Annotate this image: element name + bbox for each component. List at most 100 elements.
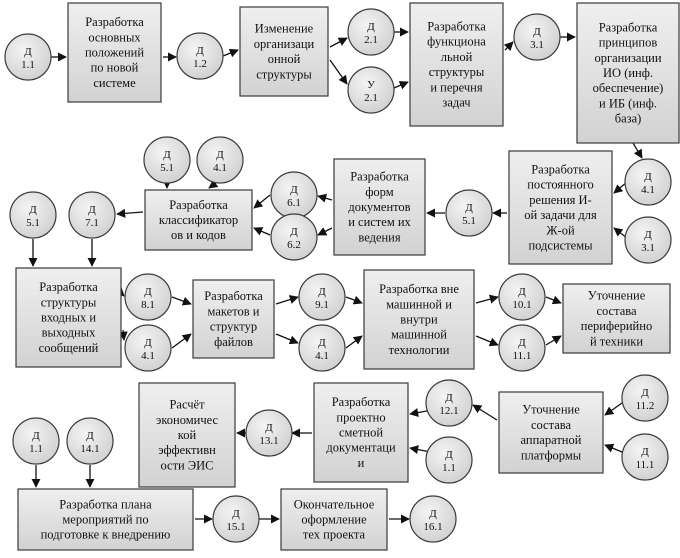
connector-arrow bbox=[393, 81, 409, 90]
connector-arrow bbox=[472, 404, 498, 421]
task-box-label-line: машинной bbox=[391, 328, 447, 342]
event-node-number: 10.1 bbox=[512, 299, 531, 311]
event-node-number: 4.1 bbox=[641, 184, 655, 196]
task-box-label-line: машинной и bbox=[386, 297, 452, 311]
task-box-label-line: Окончательное bbox=[294, 497, 375, 511]
task-box-label-line: выходных bbox=[42, 326, 96, 340]
task-box-frame bbox=[363, 269, 475, 370]
event-node-n_d61: Д6.1 bbox=[270, 171, 318, 219]
event-node-letter: Д bbox=[86, 430, 94, 442]
event-node-number: 13.1 bbox=[259, 435, 278, 447]
event-node-number: 2.1 bbox=[364, 92, 378, 104]
event-node-letter: Д bbox=[265, 422, 273, 434]
connector-arrow bbox=[345, 295, 363, 305]
task-box-label-line: организации bbox=[594, 51, 661, 65]
event-node-circle bbox=[298, 273, 346, 321]
event-node-n_d51b: Д5.1 bbox=[445, 189, 493, 237]
event-node-n_d31b: Д3.1 bbox=[624, 216, 672, 264]
task-box-frame bbox=[192, 279, 275, 359]
task-box-label-line: структуры bbox=[41, 295, 97, 309]
task-box-label-line: решения И- bbox=[529, 193, 591, 207]
event-node-n_d11c: Д1.1 bbox=[12, 417, 60, 465]
task-box-label-line: сметной bbox=[339, 426, 383, 440]
connector-arrow bbox=[475, 335, 499, 347]
task-box-label-line: технологии bbox=[389, 343, 450, 357]
event-node-letter: Д bbox=[518, 337, 526, 349]
task-box-label-line: оформление bbox=[301, 513, 367, 527]
event-node-n_d11a: Д1.1 bbox=[4, 33, 52, 81]
event-node-circle bbox=[621, 433, 669, 481]
event-node-number: 1.2 bbox=[193, 58, 207, 70]
task-box-label-line: системе bbox=[93, 76, 136, 90]
event-node-number: 16.1 bbox=[423, 521, 442, 533]
event-node-number: 4.1 bbox=[315, 350, 329, 362]
connector-arrow bbox=[545, 295, 562, 305]
event-node-n_u21: У2.1 bbox=[347, 66, 395, 114]
task-box-label-line: форм bbox=[365, 185, 393, 199]
task-box-label-line: ИО (инф. bbox=[603, 66, 653, 80]
event-node-n_d111: Д11.1 bbox=[498, 324, 546, 372]
event-node-circle bbox=[409, 495, 457, 543]
event-node-number: 5.1 bbox=[26, 217, 40, 229]
event-node-number: 7.1 bbox=[85, 217, 99, 229]
event-node-letter: Д bbox=[29, 204, 37, 216]
task-box-label-line: и систем их bbox=[348, 215, 411, 229]
event-node-circle bbox=[513, 13, 561, 61]
task-box-label-line: Изменение bbox=[255, 22, 314, 36]
event-node-circle bbox=[212, 495, 260, 543]
event-node-circle bbox=[124, 273, 172, 321]
event-node-n_d111b: Д11.1 bbox=[621, 433, 669, 481]
task-box-label-line: входных и bbox=[41, 311, 96, 325]
task-box-label-line: обеспечение) bbox=[593, 81, 664, 95]
task-box-label-line: платформы bbox=[521, 448, 582, 462]
event-node-number: 1.1 bbox=[442, 462, 456, 474]
connector-arrow bbox=[329, 37, 348, 48]
connector-arrow bbox=[317, 227, 333, 236]
event-node-letter: Д bbox=[144, 286, 152, 298]
connector-arrow bbox=[118, 329, 128, 341]
event-node-number: 12.1 bbox=[439, 405, 458, 417]
task-box-label-line: Разработка плана bbox=[59, 497, 152, 511]
event-node-letter: Д bbox=[196, 45, 204, 57]
connector-arrow bbox=[632, 142, 643, 159]
event-node-n_d11b: Д1.1 bbox=[425, 436, 473, 484]
task-box-label-line: аппаратной bbox=[521, 433, 582, 447]
event-node-n_d41d: Д4.1 bbox=[298, 324, 346, 372]
task-box-label-line: макетов и bbox=[208, 304, 260, 318]
task-box-label-line: документаци bbox=[326, 441, 396, 455]
event-node-circle bbox=[425, 379, 473, 427]
task-box-frame bbox=[280, 488, 388, 551]
event-node-circle bbox=[9, 191, 57, 239]
event-node-circle bbox=[621, 374, 669, 422]
event-node-n_d12: Д1.2 bbox=[176, 32, 224, 80]
task-box-label-line: проектно bbox=[336, 410, 385, 424]
event-node-letter: Д bbox=[163, 149, 171, 161]
event-node-number: 11.1 bbox=[636, 459, 655, 471]
event-node-circle bbox=[68, 191, 116, 239]
task-box-label-line: подготовке к внедрению bbox=[41, 528, 171, 542]
task-box-label-line: Уточнение bbox=[588, 289, 646, 303]
event-node-n_d151: Д15.1 bbox=[212, 495, 260, 543]
event-node-letter: Д bbox=[644, 229, 652, 241]
task-box-label-line: подсистемы bbox=[528, 239, 593, 253]
event-node-circle bbox=[176, 32, 224, 80]
event-node-circle bbox=[624, 216, 672, 264]
event-node-number: 1.1 bbox=[29, 443, 43, 455]
connector-arrow bbox=[475, 294, 499, 304]
event-node-n_d51a: Д5.1 bbox=[143, 136, 191, 184]
task-box-label-line: Разработка bbox=[169, 198, 228, 212]
task-box-label-line: файлов bbox=[214, 335, 253, 349]
task-box-label-line: Уточнение bbox=[522, 403, 580, 417]
event-node-n_d31: Д3.1 bbox=[513, 13, 561, 61]
